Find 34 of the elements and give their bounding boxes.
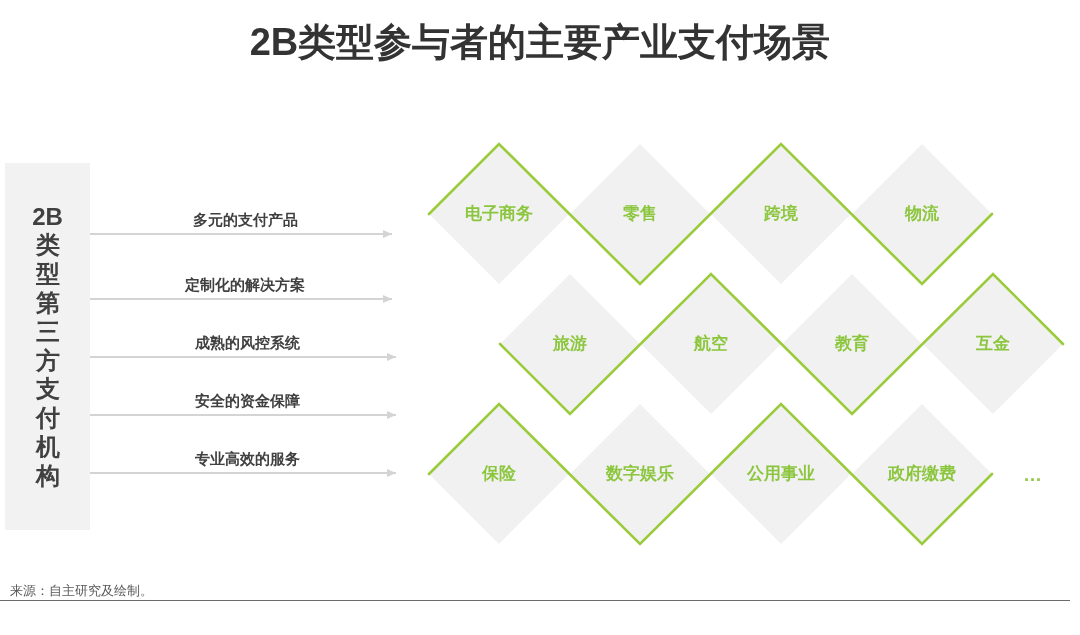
industry-label: 跨境 [764, 203, 798, 225]
diamond-tile [641, 274, 781, 414]
side-panel [5, 163, 90, 530]
more-indicator: ... [1024, 464, 1042, 487]
industry-label: 政府缴费 [888, 463, 956, 485]
industry-label: 数字娱乐 [606, 463, 674, 485]
diamond-tile [429, 144, 569, 284]
industry-label: 航空 [694, 333, 728, 355]
industry-label: 零售 [623, 203, 657, 225]
industry-label: 电子商务 [465, 203, 533, 225]
source-note: 来源：自主研究及绘制。 [10, 582, 153, 600]
diamond-tile [570, 144, 710, 284]
diamond-tile [852, 404, 992, 544]
industry-label: 旅游 [553, 333, 587, 355]
panel-title: 2B类型第三方支付机构 [31, 202, 64, 491]
arrow [89, 411, 397, 419]
industry-label: 教育 [835, 333, 869, 355]
arrow [89, 353, 397, 361]
industry-label: 互金 [976, 333, 1010, 355]
diamond-tile [500, 274, 640, 414]
arrow [89, 295, 393, 303]
industry-label: 公用事业 [747, 463, 815, 485]
arrow [89, 469, 397, 477]
diamond-tile [711, 404, 851, 544]
diamond-tile [570, 404, 710, 544]
diamond-tile [852, 144, 992, 284]
diamond-tile [429, 404, 569, 544]
industry-label: 保险 [482, 463, 516, 485]
arrow [89, 230, 393, 238]
industry-label: 物流 [905, 203, 939, 225]
diamond-tile [782, 274, 922, 414]
diamond-tile [923, 274, 1063, 414]
diamond-tile [711, 144, 851, 284]
title: 2B类型参与者的主要产业支付场景 [249, 20, 831, 65]
